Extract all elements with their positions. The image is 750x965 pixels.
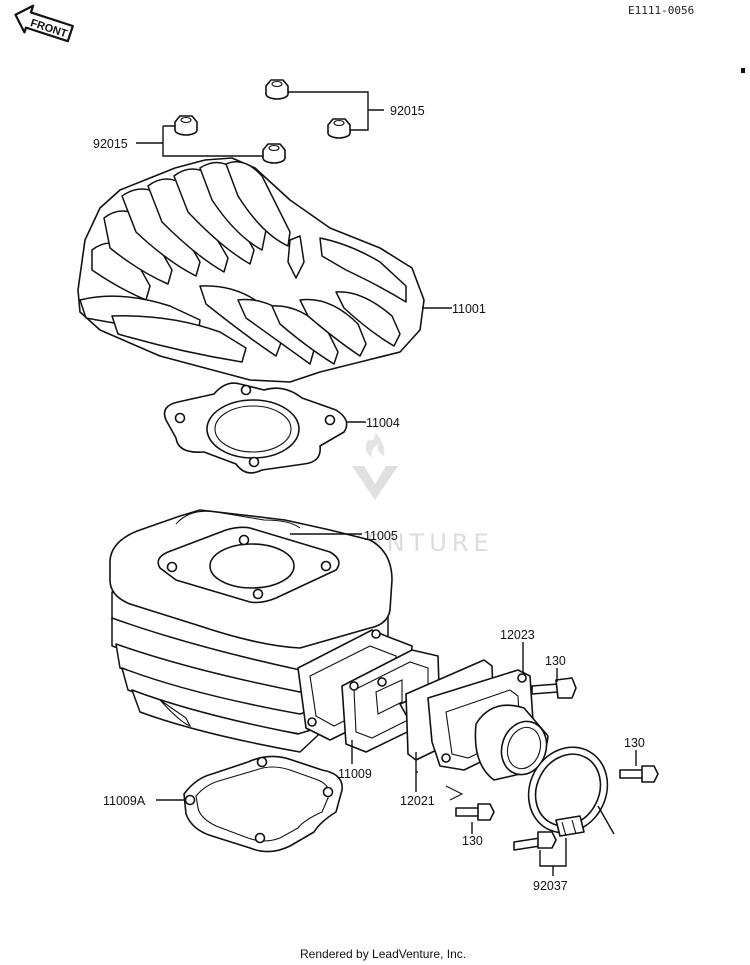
part-label-130-upper: 130 bbox=[545, 654, 566, 668]
leader-line bbox=[597, 805, 615, 835]
part-label-11005: 11005 bbox=[364, 529, 398, 543]
part-label-92037: 92037 bbox=[533, 879, 568, 893]
part-label-11001: 11001 bbox=[452, 302, 486, 316]
part-label-12021: 12021 bbox=[400, 794, 435, 808]
intake-manifold bbox=[405, 659, 549, 781]
cylinder-head bbox=[77, 157, 425, 383]
bolt-icon bbox=[513, 831, 557, 851]
part-label-11009A: 11009A bbox=[103, 794, 146, 808]
watermark-logo-icon bbox=[352, 466, 398, 500]
leader-line bbox=[136, 125, 263, 157]
margin-mark bbox=[741, 68, 745, 73]
part-label-92015-left: 92015 bbox=[93, 137, 128, 151]
hose-clamp bbox=[527, 746, 609, 837]
nut-icon bbox=[327, 118, 351, 139]
part-label-11009: 11009 bbox=[338, 767, 372, 781]
bolt-icon bbox=[531, 677, 577, 699]
part-label-130-lower: 130 bbox=[462, 834, 483, 848]
part-label-92015-right: 92015 bbox=[390, 104, 425, 118]
part-label-11004: 11004 bbox=[366, 416, 400, 430]
nut-icon bbox=[262, 143, 286, 164]
bolt-icon bbox=[619, 765, 659, 783]
cylinder bbox=[109, 509, 393, 753]
leader-line bbox=[415, 752, 418, 792]
leader-line bbox=[288, 91, 384, 131]
base-gasket bbox=[183, 755, 343, 853]
watermark-flame-icon bbox=[365, 432, 385, 458]
diagram-code: E1111-0056 bbox=[628, 4, 694, 17]
head-gasket bbox=[163, 382, 348, 474]
bolt-icon bbox=[455, 803, 495, 821]
footer-credit: Rendered by LeadVenture, Inc. bbox=[300, 947, 466, 961]
front-arrow-icon: FRONT bbox=[14, 4, 74, 43]
nut-icon bbox=[174, 115, 198, 136]
nut-icon bbox=[265, 79, 289, 100]
part-label-130-right: 130 bbox=[624, 736, 645, 750]
leader-line bbox=[445, 785, 464, 801]
part-label-12023: 12023 bbox=[500, 628, 535, 642]
